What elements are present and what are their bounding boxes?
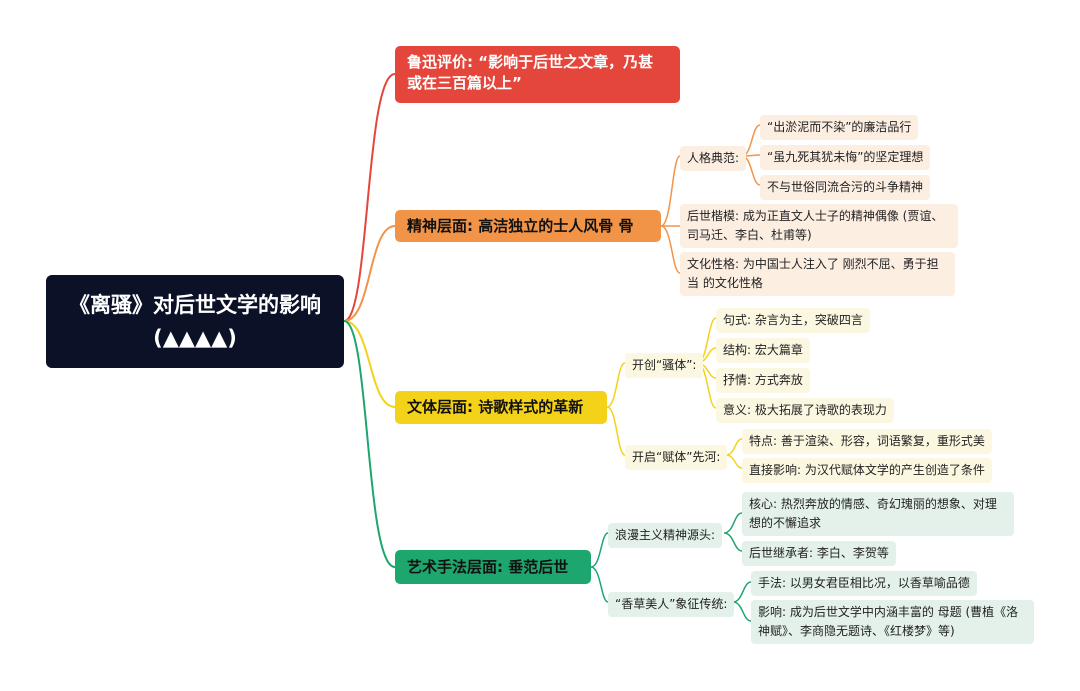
item-sao-style[interactable]: 开创“骚体”: [625,353,704,378]
item-label: 开启“赋体”先河: [632,450,721,464]
branch-style-level[interactable]: 文体层面: 诗歌样式的革新 [395,391,607,424]
root-node[interactable]: 《离骚》对后世文学的影响 (▲▲▲▲) [46,275,344,368]
leaf[interactable]: 影响: 成为后世文学中内涵丰富的 母题 (曹植《洛神赋》、李商隐无题诗、《红楼梦… [751,600,1034,644]
branch-lu-xun-evaluation[interactable]: 鲁迅评价: “影响于后世之文章，乃甚或在三百篇以上” [395,46,680,103]
leaf[interactable]: 后世继承者: 李白、李贺等 [742,541,896,566]
item-label: 文化性格: 为中国士人注入了 刚烈不屈、勇于担当 的文化性格 [687,257,939,290]
leaf-label: “出淤泥而不染”的廉洁品行 [767,120,912,134]
item-label: 后世楷模: 成为正直文人士子的精神偶像 (贾谊、司马迁、李白、杜甫等) [687,209,944,242]
item-cultural-character[interactable]: 文化性格: 为中国士人注入了 刚烈不屈、勇于担当 的文化性格 [680,252,955,296]
link-b3-sub1 [696,317,717,409]
leaf-label: 直接影响: 为汉代赋体文学的产生创造了条件 [749,463,985,477]
branch-title: 艺术手法层面: 垂范后世 [407,558,569,576]
branch-spiritual-level[interactable]: 精神层面: 高洁独立的士人风骨 骨 [395,210,661,242]
leaf-label: 核心: 热烈奔放的情感、奇幻瑰丽的想象、对理想的不懈追求 [749,497,997,530]
link-root-b1 [343,73,396,322]
branch-title: 鲁迅评价: “影响于后世之文章，乃甚或在三百篇以上” [407,53,654,92]
leaf[interactable]: 句式: 杂言为主，突破四言 [716,308,870,333]
item-fu-style[interactable]: 开启“赋体”先河: [625,445,728,470]
link-root-b4 [343,320,396,568]
leaf[interactable]: 抒情: 方式奔放 [716,368,810,393]
leaf-label: 意义: 极大拓展了诗歌的表现力 [723,403,887,417]
item-later-models[interactable]: 后世楷模: 成为正直文人士子的精神偶像 (贾谊、司马迁、李白、杜甫等) [680,204,958,248]
item-label: 人格典范: [687,151,740,165]
item-fragrant-grass-tradition[interactable]: “香草美人”象征传统: [608,592,735,617]
leaf[interactable]: 不与世俗同流合污的斗争精神 [760,175,931,200]
leaf[interactable]: 手法: 以男女君臣相比况，以香草喻品德 [751,571,977,596]
link-b3-items [606,362,626,456]
leaf[interactable]: 特点: 善于渲染、形容，词语繁复，重形式美 [742,429,992,454]
leaf[interactable]: 直接影响: 为汉代赋体文学的产生创造了条件 [742,458,992,483]
leaf[interactable]: “虽九死其犹未悔”的坚定理想 [760,145,931,170]
item-label: “香草美人”象征传统: [615,597,728,611]
link-b2-items [660,155,681,274]
item-personality-model[interactable]: 人格典范: [680,146,747,171]
leaf-label: 后世继承者: 李白、李贺等 [749,546,889,560]
link-root-b3 [343,320,396,408]
item-label: 开创“骚体”: [632,358,697,372]
root-title: 《离骚》对后世文学的影响 (▲▲▲▲) [69,292,321,350]
leaf-label: 手法: 以男女君臣相比况，以香草喻品德 [758,576,970,590]
leaf[interactable]: 意义: 极大拓展了诗歌的表现力 [716,398,894,423]
link-root-b2 [343,225,396,322]
leaf[interactable]: “出淤泥而不染”的廉洁品行 [760,115,919,140]
leaf[interactable]: 结构: 宏大篇章 [716,338,810,363]
item-label: 浪漫主义精神源头: [615,528,716,542]
leaf[interactable]: 核心: 热烈奔放的情感、奇幻瑰丽的想象、对理想的不懈追求 [742,492,1014,536]
leaf-label: 结构: 宏大篇章 [723,343,803,357]
leaf-label: 特点: 善于渲染、形容，词语繁复，重形式美 [749,434,985,448]
leaf-label: 句式: 杂言为主，突破四言 [723,313,863,327]
link-b4-items [590,532,609,603]
link-b3-sub2 [725,438,743,469]
leaf-label: 抒情: 方式奔放 [723,373,803,387]
leaf-label: “虽九死其犹未悔”的坚定理想 [767,150,924,164]
leaf-label: 影响: 成为后世文学中内涵丰富的 母题 (曹植《洛神赋》、李商隐无题诗、《红楼梦… [758,605,1019,638]
link-b4-sub2 [732,581,752,622]
branch-title: 文体层面: 诗歌样式的革新 [407,398,584,416]
leaf-label: 不与世俗同流合污的斗争精神 [767,180,924,194]
item-romanticism-source[interactable]: 浪漫主义精神源头: [608,523,723,548]
branch-art-technique-level[interactable]: 艺术手法层面: 垂范后世 [395,550,591,584]
link-b4-sub1 [723,512,743,552]
branch-title: 精神层面: 高洁独立的士人风骨 骨 [407,217,634,235]
